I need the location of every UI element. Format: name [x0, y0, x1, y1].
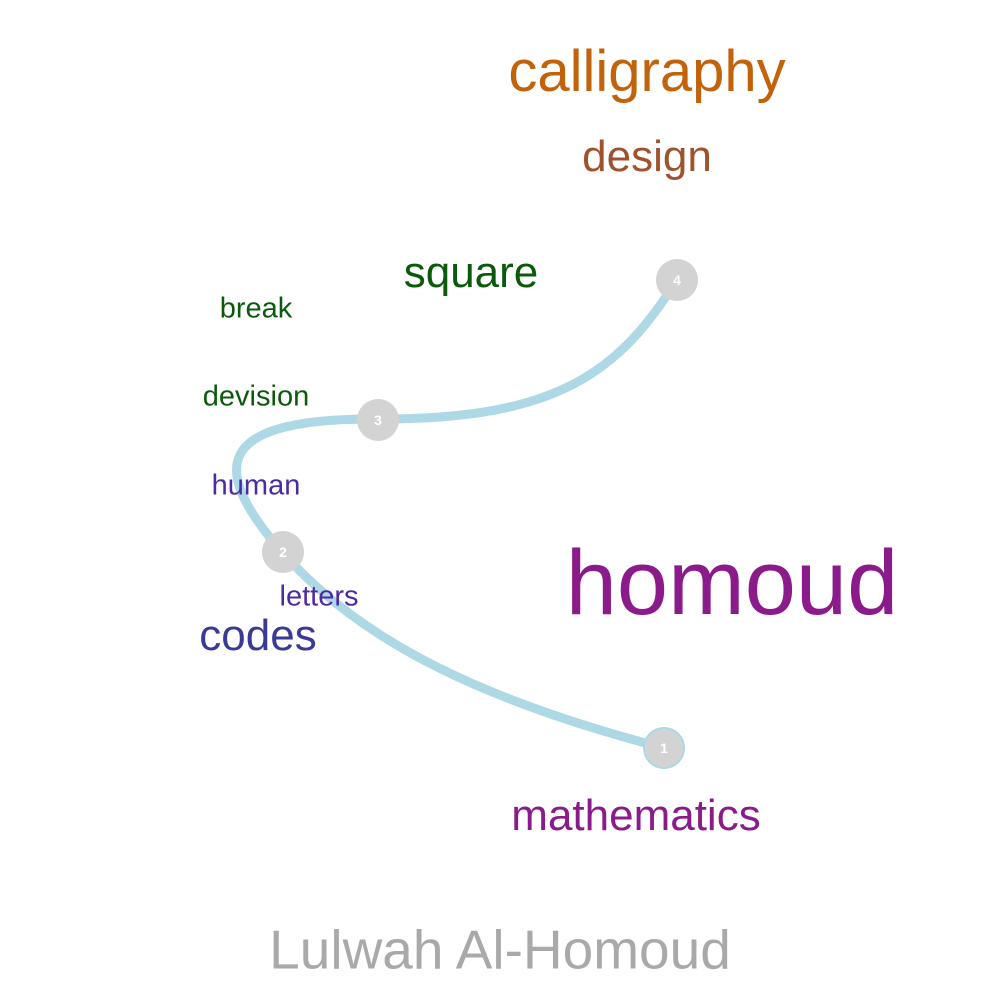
word-codes: codes — [199, 611, 317, 660]
word-devision: devision — [202, 380, 310, 413]
node-3: 3 — [357, 399, 399, 441]
word-mathematics: mathematics — [511, 791, 761, 840]
author-name: Lulwah Al-Homoud — [269, 918, 731, 981]
word-calligraphy: calligraphy — [508, 39, 786, 104]
node-4: 4 — [656, 259, 698, 301]
node-1-circle — [643, 727, 685, 769]
connecting-path — [232, 275, 682, 753]
node-1: 1 — [643, 727, 685, 769]
word-design: design — [582, 132, 712, 181]
node-3-label: 3 — [374, 412, 382, 428]
node-4-circle — [656, 259, 698, 301]
word-square: square — [403, 248, 539, 297]
word-homoud: homoud — [565, 532, 899, 634]
node-1-label: 1 — [660, 740, 668, 756]
word-letters: letters — [279, 580, 359, 613]
node-2: 2 — [262, 531, 304, 573]
word-human: human — [211, 469, 301, 502]
word-break: break — [219, 292, 293, 325]
node-2-circle — [262, 531, 304, 573]
node-4-label: 4 — [673, 272, 681, 288]
node-3-circle — [357, 399, 399, 441]
node-2-label: 2 — [279, 544, 287, 560]
